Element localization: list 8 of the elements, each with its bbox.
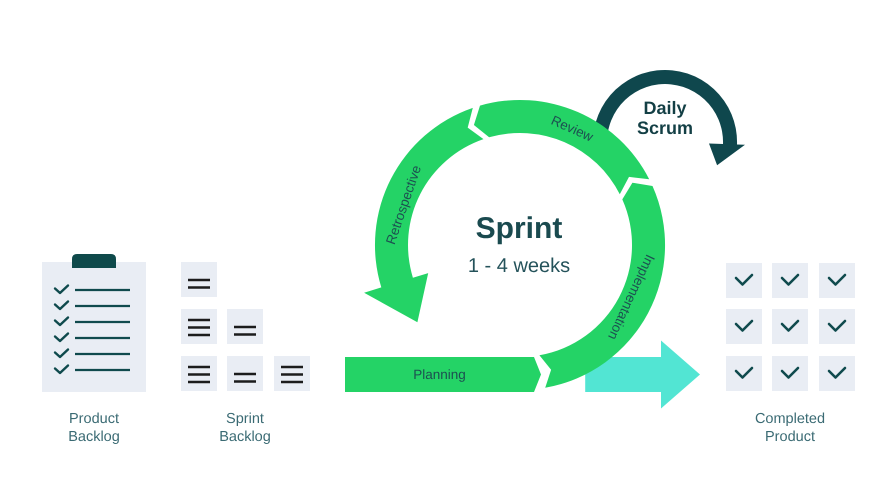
duration-label: 1 - 4 weeks xyxy=(468,254,570,278)
node-label: Completed Product xyxy=(754,411,826,446)
loop-label: Daily Scrum xyxy=(637,98,693,138)
phase-label: Planning xyxy=(413,366,466,382)
node-label: Product Backlog xyxy=(68,411,120,446)
block-arrow xyxy=(585,340,700,408)
cycle-title: Sprint xyxy=(476,212,562,246)
node-label: Sprint Backlog xyxy=(219,411,271,446)
